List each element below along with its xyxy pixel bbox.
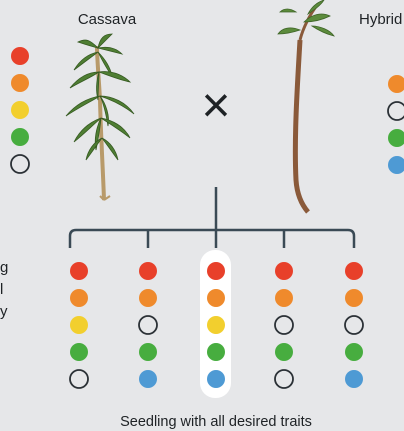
seedling-5-dot-orange: [345, 289, 363, 307]
caption: Seedling with all desired traits: [120, 414, 312, 430]
seedling-4-dot-orange: [275, 289, 293, 307]
hybrid-trait-dot-green: [388, 129, 404, 147]
seedling-4-dot-empty: [275, 370, 293, 388]
parent-label-hybrid: Hybrid: [359, 11, 402, 28]
seedling-2-dot-green: [139, 343, 157, 361]
seedling-4-dot-red: [275, 262, 293, 280]
seedling-5-dot-green: [345, 343, 363, 361]
cassava-trait-dot-red: [11, 47, 29, 65]
seedling-3-dot-blue: [207, 370, 225, 388]
seedling-4-dot-green: [275, 343, 293, 361]
hybrid-trait-dots: [388, 75, 404, 174]
left-edge-text-2: l: [0, 281, 3, 298]
left-edge-text-3: y: [0, 303, 8, 320]
seedling-5-dot-blue: [345, 370, 363, 388]
seedling-3-dot-red: [207, 262, 225, 280]
seedling-2-dot-empty: [139, 316, 157, 334]
hybrid-trait-dot-blue: [388, 156, 404, 174]
tree-connector: [70, 187, 354, 248]
seedling-2-dot-red: [139, 262, 157, 280]
cassava-trait-dot-empty: [11, 155, 29, 173]
hybrid-trait-dot-orange: [388, 75, 404, 93]
seedling-4-dot-empty: [275, 316, 293, 334]
seedling-3-dot-orange: [207, 289, 225, 307]
seedling-1-dot-red: [70, 262, 88, 280]
seedling-1-dot-yellow: [70, 316, 88, 334]
seedling-1-dot-empty: [70, 370, 88, 388]
hybrid-trait-dot-empty: [388, 102, 404, 120]
seedling-1-dot-green: [70, 343, 88, 361]
seedling-5-dot-red: [345, 262, 363, 280]
cassava-trait-dot-yellow: [11, 101, 29, 119]
left-edge-text-1: g: [0, 259, 8, 276]
seedling-2-dot-orange: [139, 289, 157, 307]
seedling-1-dot-orange: [70, 289, 88, 307]
cassava-trait-dot-orange: [11, 74, 29, 92]
seedling-3-dot-green: [207, 343, 225, 361]
cassava-plant-illustration: [66, 34, 134, 200]
hybrid-plant-illustration: [278, 0, 334, 212]
parent-label-cassava: Cassava: [78, 11, 137, 28]
cassava-trait-dots: [11, 47, 29, 173]
cross-symbol: ×: [201, 77, 230, 133]
seedling-2-dot-blue: [139, 370, 157, 388]
cassava-trait-dot-green: [11, 128, 29, 146]
seedling-3-dot-yellow: [207, 316, 225, 334]
seedling-5-dot-empty: [345, 316, 363, 334]
